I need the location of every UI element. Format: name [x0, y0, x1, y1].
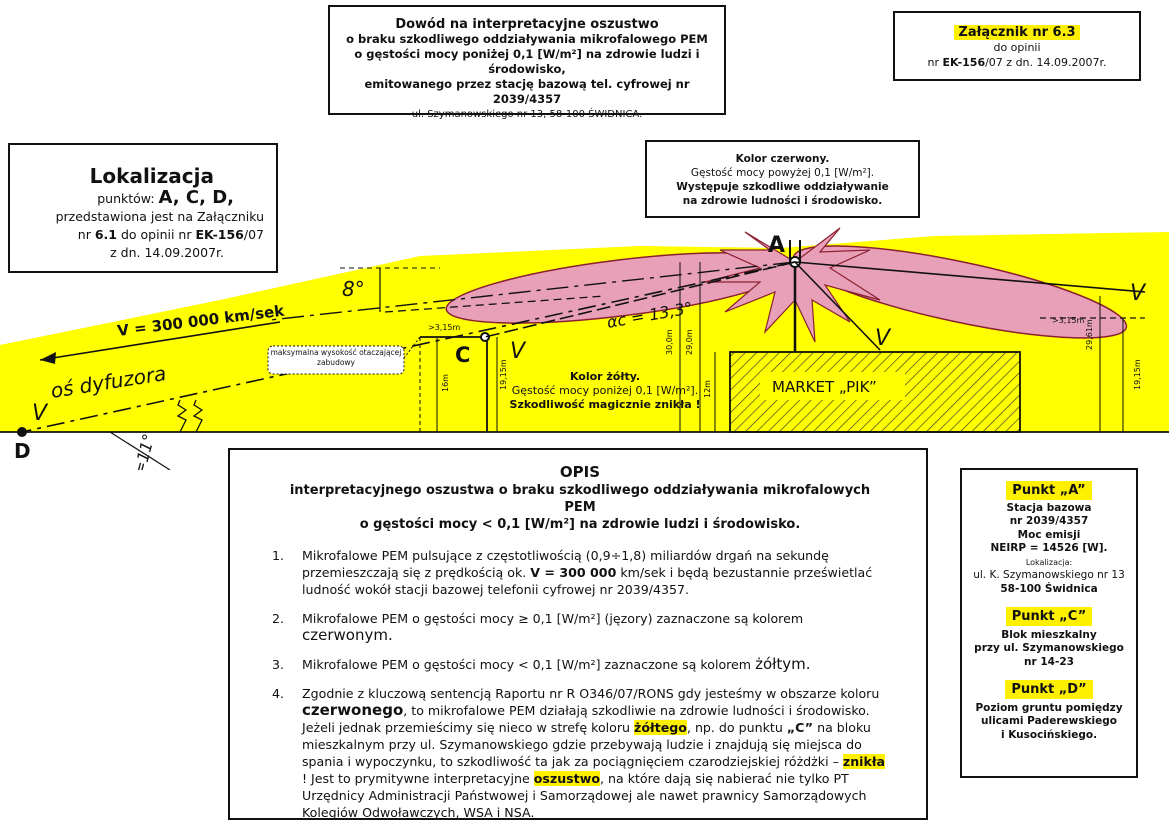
- yellow-note-line3: Szkodliwość magicznie znikła !: [509, 398, 701, 411]
- location-box: Lokalizacja punktów: A, C, D, przedstawi…: [8, 143, 278, 273]
- point-c-marker: [480, 332, 490, 342]
- dim-1915a: 19,15m: [499, 359, 508, 390]
- point-c-label: C: [455, 343, 470, 367]
- side-d-label: Punkt „D”: [1005, 680, 1093, 699]
- side-c-l1: Blok mieszkalny: [1001, 628, 1097, 641]
- annex-box: Załącznik nr 6.3 do opinii nr EK-156/07 …: [893, 11, 1141, 81]
- title-line1: Dowód na interpretacyjne oszustwo: [395, 17, 659, 32]
- annex-label: Załącznik nr 6.3: [954, 25, 1080, 40]
- point-a-label: A: [768, 233, 785, 258]
- yellow-note: Kolor żółty. Gęstość mocy poniżej 0,1 [W…: [505, 370, 705, 412]
- beam-right: [794, 261, 1146, 293]
- dimension-lines: [436, 262, 1124, 432]
- red-box-line3: Występuje szkodliwe oddziaływanie: [676, 181, 889, 193]
- side-a-l3: Moc emisji: [1017, 528, 1081, 541]
- side-a-l7: 58-100 Świdnica: [1000, 582, 1098, 595]
- opis-subtitle1: interpretacyjnego oszustwa o braku szkod…: [289, 483, 871, 515]
- point-d-marker: [17, 427, 27, 437]
- dim-300: 30,0m: [665, 329, 674, 355]
- dim-315-right: >3,15m: [1052, 316, 1085, 325]
- side-a-l4: NEIRP = 14526 [W].: [990, 542, 1108, 554]
- dim-315-left: >3,15m: [428, 323, 461, 332]
- location-line4: nr 6.1 do opinii nr EK-156/07: [77, 227, 264, 242]
- title-box: Dowód na interpretacyjne oszustwo o brak…: [328, 5, 726, 120]
- beam-to-d: [21, 261, 796, 433]
- red-box-line4: na zdrowie ludności i środowisko.: [682, 195, 883, 207]
- side-box: Punkt „A” Stacja bazowa nr 2039/4357 Moc…: [960, 468, 1138, 778]
- opis-item-1: 1.Mikrofalowe PEM pulsujące z częstotliw…: [272, 548, 873, 597]
- title-line3: o gęstości mocy poniżej 0,1 [W/m²] na zd…: [354, 47, 700, 76]
- red-box: Kolor czerwony. Gęstość mocy powyżej 0,1…: [645, 140, 920, 218]
- beam-to-c: [484, 261, 796, 338]
- dim-12: 12m: [703, 380, 712, 398]
- title-line5: ul. Szymanowskiego nr 13, 58-100 ŚWIDNIC…: [411, 109, 643, 120]
- point-d-label: D: [14, 439, 31, 463]
- title-line2: o braku szkodliwego oddziaływania mikrof…: [346, 32, 708, 46]
- opis-item-2: 2.Mikrofalowe PEM o gęstości mocy ≥ 0,1 …: [272, 611, 804, 644]
- dim-16: 16m: [441, 374, 450, 392]
- dim-1915b: 19,15m: [1133, 359, 1142, 390]
- side-a-l2: nr 2039/4357: [1009, 515, 1089, 527]
- side-c-l3: nr 14-23: [1024, 655, 1074, 668]
- location-points: punktów: A, C, D,: [97, 187, 234, 208]
- v-label-d: V: [32, 401, 49, 426]
- speed-arrow: [39, 321, 281, 361]
- yellow-note-line2: Gęstość mocy poniżej 0,1 [W/m²].: [511, 384, 699, 397]
- side-c-l2: przy ul. Szymanowskiego: [974, 642, 1124, 654]
- opis-item-4: 4.Zgodnie z kluczową sentencją Raportu n…: [272, 686, 886, 820]
- location-title: Lokalizacja: [89, 164, 214, 188]
- red-box-title: Kolor czerwony.: [735, 153, 830, 165]
- market-label: MARKET „PIK”: [772, 378, 877, 396]
- v-label-c: V: [510, 339, 527, 364]
- angle-ad-label: αD=11°: [124, 432, 159, 470]
- beam-axis: [269, 261, 796, 321]
- dim-2961: 29,61m: [1085, 319, 1094, 350]
- opis-list: 1.Mikrofalowe PEM pulsujące z częstotliw…: [272, 547, 888, 821]
- opis-subtitle2: o gęstości mocy < 0,1 [W/m²] na zdrowie …: [359, 517, 801, 532]
- side-c-label: Punkt „C”: [1005, 607, 1093, 626]
- location-line3: przedstawiona jest na Załączniku: [55, 209, 264, 224]
- radiation-diagram: A C D V V V V V = 300 000 km/sek oś dyfu…: [0, 227, 1169, 470]
- yellow-note-title: Kolor żółty.: [569, 370, 641, 383]
- dim-290: 29,0m: [685, 329, 694, 355]
- location-line5: z dn. 14.09.2007r.: [110, 245, 224, 260]
- angle-8-label: 8°: [342, 277, 365, 301]
- opis-title: OPIS: [559, 463, 601, 481]
- side-d-l3: i Kusocińskiego.: [1000, 728, 1098, 741]
- side-a-label: Punkt „A”: [1006, 481, 1092, 500]
- opis-box: OPIS interpretacyjnego oszustwa o braku …: [228, 448, 928, 820]
- side-d-l2: ulicami Paderewskiego: [981, 715, 1117, 727]
- max-height-line: [384, 295, 606, 313]
- v-label-right: V: [1130, 281, 1147, 306]
- max-height-label: maksymalna wysokość otaczającej zabudowy: [270, 348, 402, 367]
- side-d-l1: Poziom gruntu pomiędzy: [975, 701, 1123, 714]
- beam-down: [794, 261, 881, 351]
- title-line4: emitowanego przez stację bazową tel. cyf…: [364, 77, 690, 106]
- red-box-line2: Gęstość mocy powyżej 0,1 [W/m²].: [690, 167, 875, 179]
- annex-line3: nr EK-156/07 z dn. 14.09.2007r.: [927, 56, 1107, 69]
- side-a-l5: Lokalizacja:: [1025, 557, 1073, 567]
- v-label-down: V: [875, 326, 892, 351]
- opis-item-3: 3.Mikrofalowe PEM o gęstości mocy < 0,1 …: [272, 655, 811, 673]
- side-a-l6: ul. K. Szymanowskiego nr 13: [973, 569, 1125, 581]
- side-a-l1: Stacja bazowa: [1006, 501, 1092, 514]
- annex-line2: do opinii: [993, 41, 1041, 54]
